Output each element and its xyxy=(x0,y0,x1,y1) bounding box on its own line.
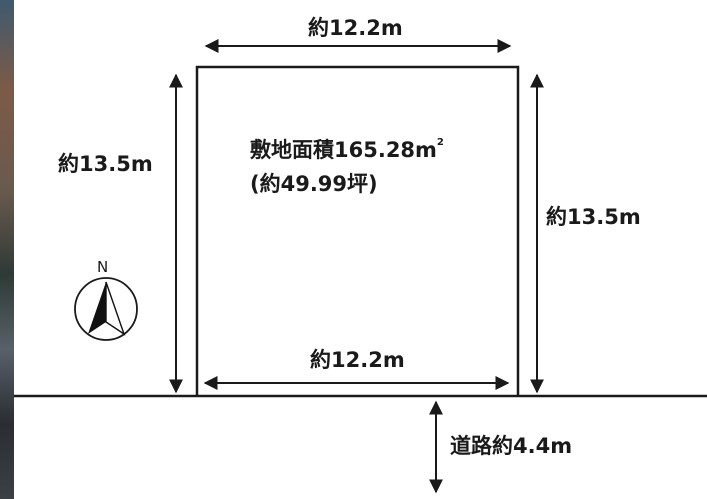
bottom-width-label: 約12.2m xyxy=(310,348,405,372)
photo-strip xyxy=(0,0,14,499)
top-width-label: 約12.2m xyxy=(308,16,403,40)
lot-outline xyxy=(195,65,520,396)
right-depth-label: 約13.5m xyxy=(546,205,641,229)
north-compass-icon xyxy=(74,277,138,341)
site-area-label: 敷地面積165.28m2 xyxy=(250,137,444,162)
north-label: N xyxy=(97,258,109,276)
area-unit-superscript: 2 xyxy=(436,137,444,148)
left-depth-label: 約13.5m xyxy=(58,152,153,176)
road-width-label: 道路約4.4m xyxy=(450,434,573,458)
site-area-tsubo: (約49.99坪) xyxy=(250,172,378,196)
site-area-block: 敷地面積165.28m2 (約49.99坪) xyxy=(250,126,444,201)
